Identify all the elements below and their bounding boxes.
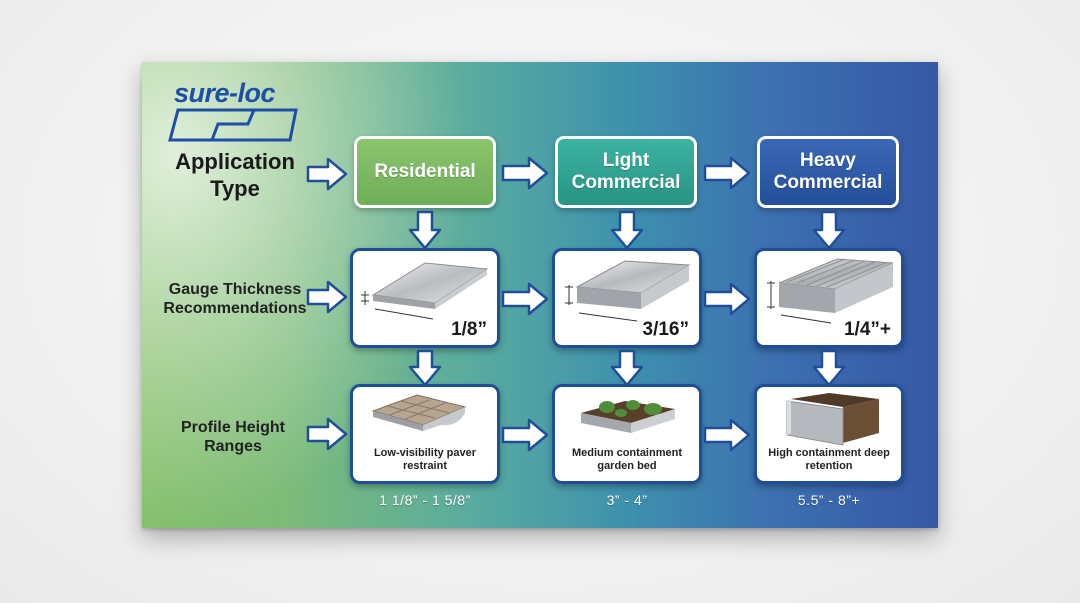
logo-text: sure-loc: [174, 78, 276, 108]
logo-edging-mark-icon: [168, 108, 298, 142]
gauge-card-residential: 1/8”: [350, 248, 500, 348]
sure-loc-logo: sure-loc: [168, 78, 298, 142]
deep-retention-wall-icon: [786, 393, 879, 446]
arrow-right-icon: [703, 156, 751, 190]
arrow-right-icon: [501, 282, 549, 316]
arrow-right-icon: [501, 418, 549, 452]
diagram-board: sure-loc Application Type Gauge Thicknes…: [142, 62, 938, 528]
gauge-value-residential: 1/8”: [451, 319, 487, 340]
gauge-value-light-commercial: 3/16”: [642, 319, 689, 340]
garden-bed-icon: [581, 400, 675, 433]
application-heavy-commercial: Heavy Commercial: [757, 136, 899, 208]
application-residential: Residential: [354, 136, 496, 208]
height-range-residential: 1 1/8” - 1 5/8”: [379, 492, 471, 508]
profile-caption-heavy-commercial: High containment deep retention: [768, 447, 890, 472]
arrow-down-icon: [812, 210, 846, 250]
arrow-down-icon: [408, 210, 442, 250]
arrow-down-icon: [812, 349, 846, 387]
row-label-gauge-thickness: Gauge Thickness Recommendations: [163, 281, 307, 317]
medium-metal-bar-icon: [565, 260, 691, 322]
arrow-right-icon: [306, 157, 348, 191]
row-label-profile-height: Profile Height Ranges: [180, 419, 285, 455]
gauge-card-light-commercial: 3/16”: [552, 248, 702, 348]
arrow-right-icon: [703, 282, 751, 316]
thick-ribbed-metal-bar-icon: [767, 258, 894, 324]
arrow-right-icon: [306, 417, 348, 451]
profile-caption-light-commercial: Medium containment garden bed: [571, 447, 682, 472]
gauge-value-heavy-commercial: 1/4”+: [843, 319, 891, 340]
profile-card-light-commercial: Medium containment garden bed: [552, 384, 702, 484]
arrow-right-icon: [703, 418, 751, 452]
profile-card-heavy-commercial: High containment deep retention: [754, 384, 904, 484]
height-range-heavy-commercial: 5.5” - 8”+: [797, 492, 861, 508]
row-label-application-type: Application Type: [175, 149, 295, 201]
height-range-light-commercial: 3” - 4”: [606, 492, 648, 508]
profile-caption-residential: Low-visibility paver restraint: [373, 447, 477, 472]
thin-metal-strip-icon: [361, 262, 489, 320]
arrow-right-icon: [501, 156, 549, 190]
paver-edging-icon: [371, 394, 467, 431]
application-light-commercial: Light Commercial: [555, 136, 697, 208]
arrow-down-icon: [610, 349, 644, 387]
arrow-down-icon: [610, 210, 644, 250]
profile-card-residential: Low-visibility paver restraint: [350, 384, 500, 484]
arrow-down-icon: [408, 349, 442, 387]
arrow-right-icon: [306, 280, 348, 314]
gauge-card-heavy-commercial: 1/4”+: [754, 248, 904, 348]
